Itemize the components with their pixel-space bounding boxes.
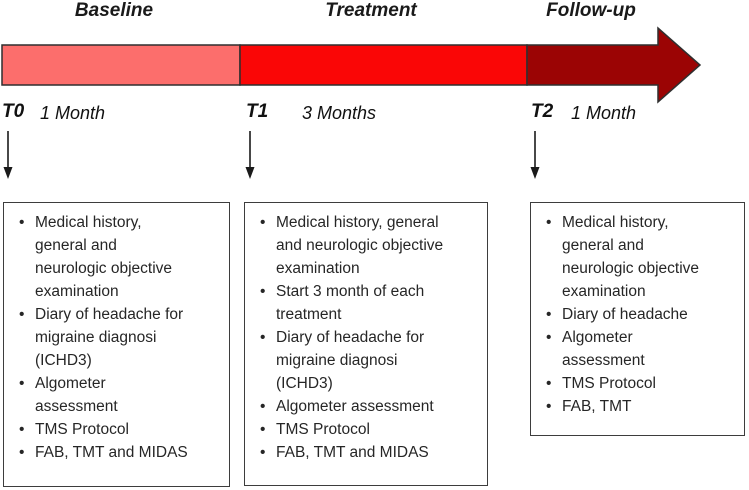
timepoint-label-t2: T2 [531,101,554,122]
timepoint-label-t1: T1 [246,101,269,122]
list-item: Medical history, general and neurologic … [257,211,482,280]
phase-label-followup: Follow-up [546,0,636,21]
list-item: TMS Protocol [16,418,224,441]
list-item: Algometer assessment [16,372,224,418]
list-item: FAB, TMT and MIDAS [257,441,482,464]
timeline-arrow [1,26,702,104]
assessment-box-followup: Medical history, general and neurologic … [530,202,745,436]
timepoint-label-t0: T0 [2,101,25,122]
down-arrow-icon [245,131,255,179]
timeline-segment-treatment [239,44,528,86]
list-item: Medical history, general and neurologic … [543,211,739,303]
list-item: Algometer assessment [257,395,482,418]
down-arrow-icon [530,131,540,179]
list-item: Algometer assessment [543,326,739,372]
list-item: Medical history, general and neurologic … [16,211,224,303]
assessment-list: Medical history, general and neurologic … [245,203,487,464]
phase-label-treatment: Treatment [325,0,417,21]
list-item: Diary of headache for migraine diagnosi … [257,326,482,395]
timeline-segment-followup-with-arrowhead [526,26,702,104]
assessment-box-treatment: Medical history, general and neurologic … [244,202,488,486]
assessment-list: Medical history, general and neurologic … [531,203,744,418]
list-item: Diary of headache [543,303,739,326]
list-item: FAB, TMT [543,395,739,418]
duration-label-treatment: 3 Months [302,103,377,123]
assessment-list: Medical history, general and neurologic … [4,203,229,464]
phase-label-baseline: Baseline [74,0,154,21]
duration-label-baseline: 1 Month [40,103,106,123]
duration-label-followup: 1 Month [571,103,637,123]
list-item: Diary of headache for migraine diagnosi … [16,303,224,372]
list-item: TMS Protocol [257,418,482,441]
timeline-segment-baseline [1,44,241,86]
list-item: FAB, TMT and MIDAS [16,441,224,464]
list-item: Start 3 month of each treatment [257,280,482,326]
assessment-box-baseline: Medical history, general and neurologic … [3,202,230,487]
list-item: TMS Protocol [543,372,739,395]
down-arrow-icon [3,131,13,179]
